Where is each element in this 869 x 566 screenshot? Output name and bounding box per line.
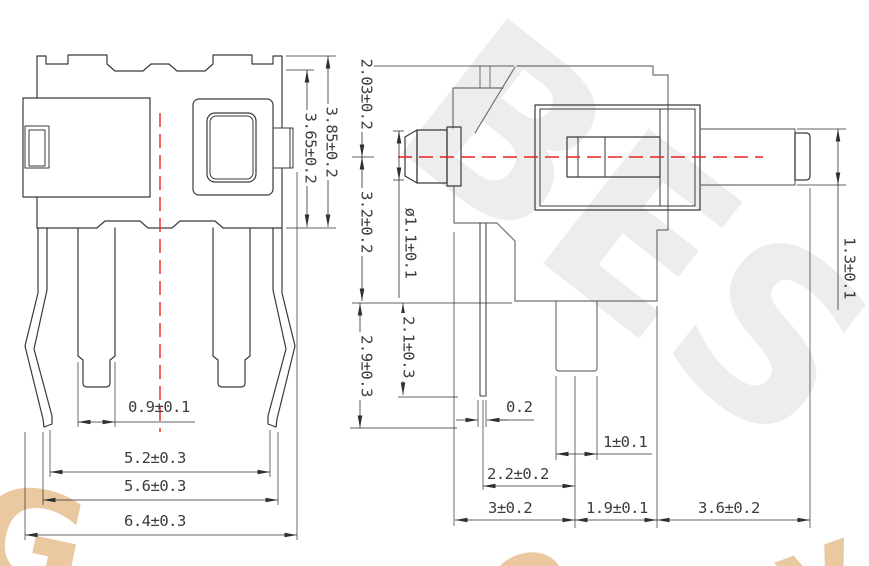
mounting-foot	[555, 300, 598, 372]
front-view-outline	[22, 54, 296, 428]
watermark-text-primary: BES	[351, 0, 869, 497]
front-view-dimensions: 0.9±0.1 5.2±0.3 5.6±0.3 6.4±0.3 3.85±0.2…	[24, 55, 341, 540]
dim-centerline-to-base: 3.2±0.2	[358, 191, 376, 253]
dim-base-to-pin-tip: 2.1±0.3	[400, 316, 418, 378]
dim-pin-thickness: 0.2	[506, 398, 533, 416]
dim-edge-to-shaft-tip: 3.6±0.2	[698, 499, 760, 517]
dim-top-to-centerline: 2.03±0.2	[358, 59, 376, 130]
watermark-accent-right: y	[757, 495, 869, 566]
dim-leg-span: 5.6±0.3	[124, 477, 186, 495]
dim-shaft-height: 1.3±0.1	[841, 237, 859, 299]
pin-edge	[479, 222, 487, 397]
side-view-dimensions: 2.03±0.2 3.2±0.2 2.9±0.3 2.1±0.3 ø1.1±0.…	[350, 56, 859, 528]
dim-base-to-lead-tip: 2.9±0.3	[358, 335, 376, 397]
shaft-tip	[794, 132, 811, 181]
dim-boss-diameter: ø1.1±0.1	[402, 208, 420, 279]
dim-pin-tip-span: 5.2±0.3	[124, 449, 186, 467]
dim-body-height: 3.65±0.2	[302, 113, 320, 184]
pin-left	[77, 227, 116, 388]
side-plate	[22, 97, 151, 198]
pin-right	[212, 227, 251, 388]
dim-foot-center-to-edge: 1.9±0.1	[586, 499, 648, 517]
dim-pin-width: 0.9±0.1	[128, 398, 190, 416]
leg-right	[267, 227, 296, 428]
dim-foot-width: 1±0.1	[603, 433, 647, 451]
dim-overall-height: 3.85±0.2	[323, 107, 341, 178]
dim-pin-to-foot-center: 2.2±0.2	[487, 465, 549, 483]
dim-base-to-foot-center: 3±0.2	[488, 499, 532, 517]
watermark-accent-left: G	[0, 452, 101, 566]
leg-left	[24, 227, 53, 428]
dim-overall-width: 6.4±0.3	[124, 512, 186, 530]
